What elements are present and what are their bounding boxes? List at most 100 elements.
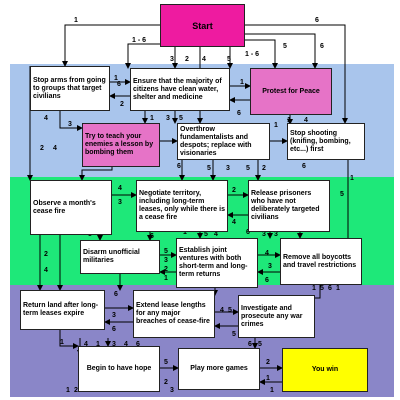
edge-label: 6 xyxy=(246,229,250,236)
node-boycotts[interactable]: Remove all boycotts and travel restricti… xyxy=(280,238,362,285)
edge-label: 2 xyxy=(40,145,44,152)
edge-label: 1 xyxy=(274,122,278,129)
edge-label: 6 xyxy=(136,341,140,348)
edge-label: 3 xyxy=(112,341,116,348)
edge-label: 3 xyxy=(118,199,122,206)
edge-label: 5 xyxy=(320,285,324,292)
edge-label: 2 xyxy=(232,187,236,194)
edge-label: 3 xyxy=(166,115,170,122)
edge-label: 6 xyxy=(265,277,269,284)
edge-label: 1 xyxy=(287,117,291,124)
edge-label: 4 xyxy=(44,267,48,274)
edge-label: 1 xyxy=(66,387,70,394)
edge-label: 2 xyxy=(44,251,48,258)
edge-label: 1 xyxy=(240,79,244,86)
overthrow-label: Overthrow fundamentalists and despots; r… xyxy=(180,125,252,157)
edge-label: 2 xyxy=(262,165,266,172)
edge-start-protest-b xyxy=(245,33,318,69)
node-disarm[interactable]: Disarm unofficial militaries xyxy=(80,240,160,274)
edge-label: 3 xyxy=(262,231,266,238)
negotiate-label: Negotiate territory, including long-term… xyxy=(139,190,225,221)
node-cease-fire[interactable]: Observe a month's cease fire xyxy=(30,180,112,235)
node-play-more[interactable]: Play more games xyxy=(178,348,260,390)
edge-label: 6 xyxy=(328,285,332,292)
edge-label: 5 xyxy=(227,56,231,63)
stop-arms-label: Stop arms from going to groups that targ… xyxy=(33,76,106,100)
node-return-land[interactable]: Return land after long-term leases expir… xyxy=(20,290,105,330)
edge-label: 2 xyxy=(120,101,124,108)
edge-label: 1 xyxy=(74,17,78,24)
edge-label: 1 - 6 xyxy=(245,51,259,58)
edge-label: 6 xyxy=(237,110,241,117)
edge-label: 1 xyxy=(60,339,64,346)
edge-label: 4 xyxy=(202,56,206,63)
edge-label: 2 xyxy=(164,266,168,273)
node-investigate[interactable]: Investigate and prosecute any war crimes xyxy=(238,295,315,338)
edge-label: 2 xyxy=(185,56,189,63)
edge-label: 2 xyxy=(164,379,168,386)
edge-label: 3 xyxy=(164,257,168,264)
node-protest[interactable]: Protest for Peace xyxy=(250,68,332,115)
edge-label: 1 xyxy=(150,115,154,122)
edge-start-clean-water xyxy=(125,43,160,69)
node-teach-lesson[interactable]: Try to teach your enemies a lesson by bo… xyxy=(82,123,160,167)
edge-label: 4 xyxy=(220,307,224,314)
edge-label: 6 xyxy=(150,233,154,240)
edge-label: 5 xyxy=(340,191,344,198)
edge-label: 3 xyxy=(268,263,272,270)
edge-label: 3 xyxy=(170,387,174,394)
node-negotiate[interactable]: Negotiate territory, including long-term… xyxy=(136,180,228,232)
edge-start-stop-arms xyxy=(62,24,160,67)
start-label: Start xyxy=(192,20,213,31)
play-more-label: Play more games xyxy=(190,365,248,372)
node-overthrow[interactable]: Overthrow fundamentalists and despots; r… xyxy=(177,123,270,160)
disarm-label: Disarm unofficial militaries xyxy=(83,249,140,264)
edge-label: 5 xyxy=(204,231,208,238)
edge-label: 1 xyxy=(336,285,340,292)
edge-label: 3 xyxy=(112,312,116,319)
node-stop-arms[interactable]: Stop arms from going to groups that targ… xyxy=(30,66,110,111)
edge-label: 4 xyxy=(118,185,122,192)
edge-label: 3 xyxy=(226,165,230,172)
edge-label: 5 xyxy=(179,115,183,122)
edge-label: 5 xyxy=(164,248,168,255)
node-joint-ventures[interactable]: Establish joint ventures with both short… xyxy=(176,238,258,288)
edge-start-protest xyxy=(245,39,278,69)
node-release[interactable]: Release prisoners who have not deliberat… xyxy=(248,180,330,232)
node-extend-lease[interactable]: Extend lease lengths for any major breac… xyxy=(133,290,215,338)
node-you-win[interactable]: You win xyxy=(282,348,368,392)
edge-label: 4 xyxy=(304,117,308,124)
edge-label: 1 xyxy=(312,285,316,292)
boycotts-label: Remove all boycotts and travel restricti… xyxy=(283,253,357,269)
edge-label: 4 xyxy=(265,250,269,257)
edge-start-stop-shooting xyxy=(245,24,348,124)
edge-label: 4 xyxy=(214,231,218,238)
node-hope[interactable]: Begin to have hope xyxy=(78,346,160,392)
edge-label: 1 xyxy=(183,229,187,236)
edge-label: 5 xyxy=(232,331,236,338)
edge-label: 6 xyxy=(248,341,252,348)
edge-return-hope xyxy=(59,330,79,349)
edge-label: 5 xyxy=(246,165,250,172)
start-node[interactable]: Start xyxy=(160,4,245,47)
edge-label: 5 xyxy=(164,359,168,366)
teach-lesson-label: Try to teach your enemies a lesson by bo… xyxy=(85,133,154,156)
edge-label: 1 xyxy=(350,175,354,182)
node-clean-water[interactable]: Ensure that the majority of citizens hav… xyxy=(130,68,230,111)
edge-label: 1 - 6 xyxy=(132,37,146,44)
return-land-label: Return land after long-term leases expir… xyxy=(23,302,99,317)
edge-label: 4 xyxy=(44,115,48,122)
node-stop-shooting[interactable]: Stop shooting (knifing, bombing, etc...)… xyxy=(287,123,365,160)
edge-label: 5 xyxy=(207,165,211,172)
edge-label: 1 xyxy=(114,75,118,82)
edge-label: 4 xyxy=(84,341,88,348)
edge-label: 6 xyxy=(320,43,324,50)
edge-label: 1 xyxy=(96,341,100,348)
release-label: Release prisoners who have not deliberat… xyxy=(251,190,320,221)
clean-water-label: Ensure that the majority of citizens hav… xyxy=(133,77,222,101)
hope-label: Begin to have hope xyxy=(86,365,152,372)
edge-label: 2 xyxy=(266,359,270,366)
edge-label: 1 xyxy=(266,375,270,382)
edge-label: 6 xyxy=(177,163,181,170)
edge-label: 3 xyxy=(274,231,278,238)
